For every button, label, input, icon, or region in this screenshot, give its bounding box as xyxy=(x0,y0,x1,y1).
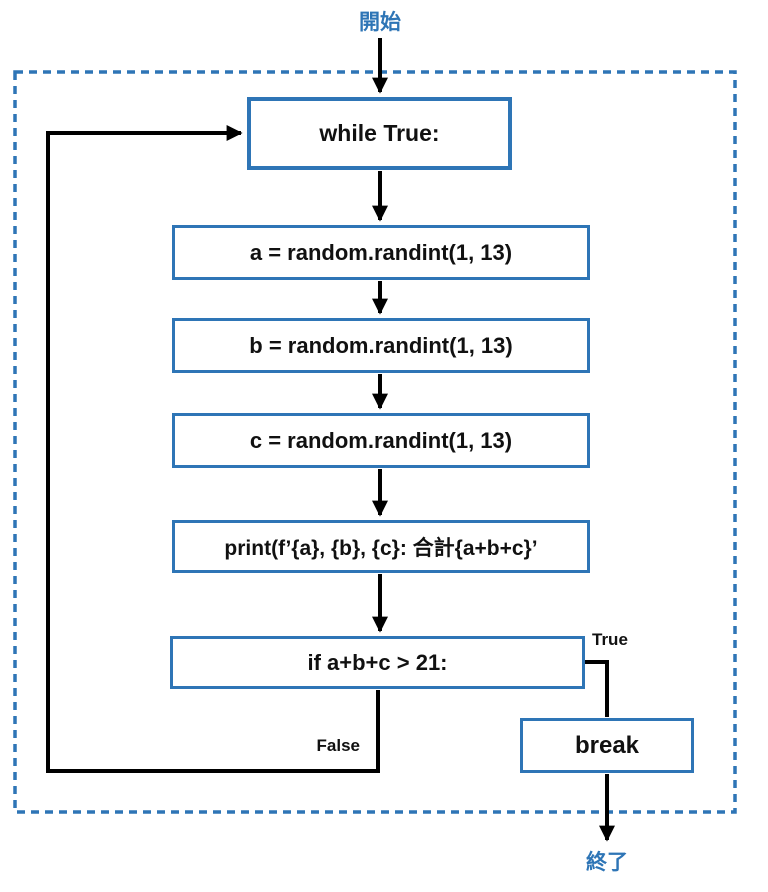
node-print-sum-label: print(f’{a}, {b}, {c}: 合計{a+b+c}’ xyxy=(224,536,538,560)
node-break: break xyxy=(520,718,694,773)
node-if-condition: if a+b+c > 21: xyxy=(170,636,585,689)
loop-boundary-border xyxy=(13,70,737,814)
false-edge-label: False xyxy=(316,736,360,755)
node-print-sum: print(f’{a}, {b}, {c}: 合計{a+b+c}’ xyxy=(172,520,590,573)
node-while-true: while True: xyxy=(247,97,512,170)
node-while-true-label: while True: xyxy=(319,120,440,146)
node-break-label: break xyxy=(574,731,640,759)
edge-if-true-to-break xyxy=(584,660,609,717)
start-label: 開始 xyxy=(359,11,401,34)
node-assign-a-label: a = random.randint(1, 13) xyxy=(249,239,513,265)
edge-if-false-loopback xyxy=(46,125,380,773)
node-assign-b: b = random.randint(1, 13) xyxy=(172,318,590,373)
node-assign-b-label: b = random.randint(1, 13) xyxy=(249,332,513,358)
true-edge-label: True xyxy=(592,630,628,649)
node-assign-c: c = random.randint(1, 13) xyxy=(172,413,590,468)
node-assign-a: a = random.randint(1, 13) xyxy=(172,225,590,280)
end-label: 終了 xyxy=(586,851,628,874)
node-assign-c-label: c = random.randint(1, 13) xyxy=(249,427,513,453)
node-if-condition-label: if a+b+c > 21: xyxy=(307,649,448,675)
